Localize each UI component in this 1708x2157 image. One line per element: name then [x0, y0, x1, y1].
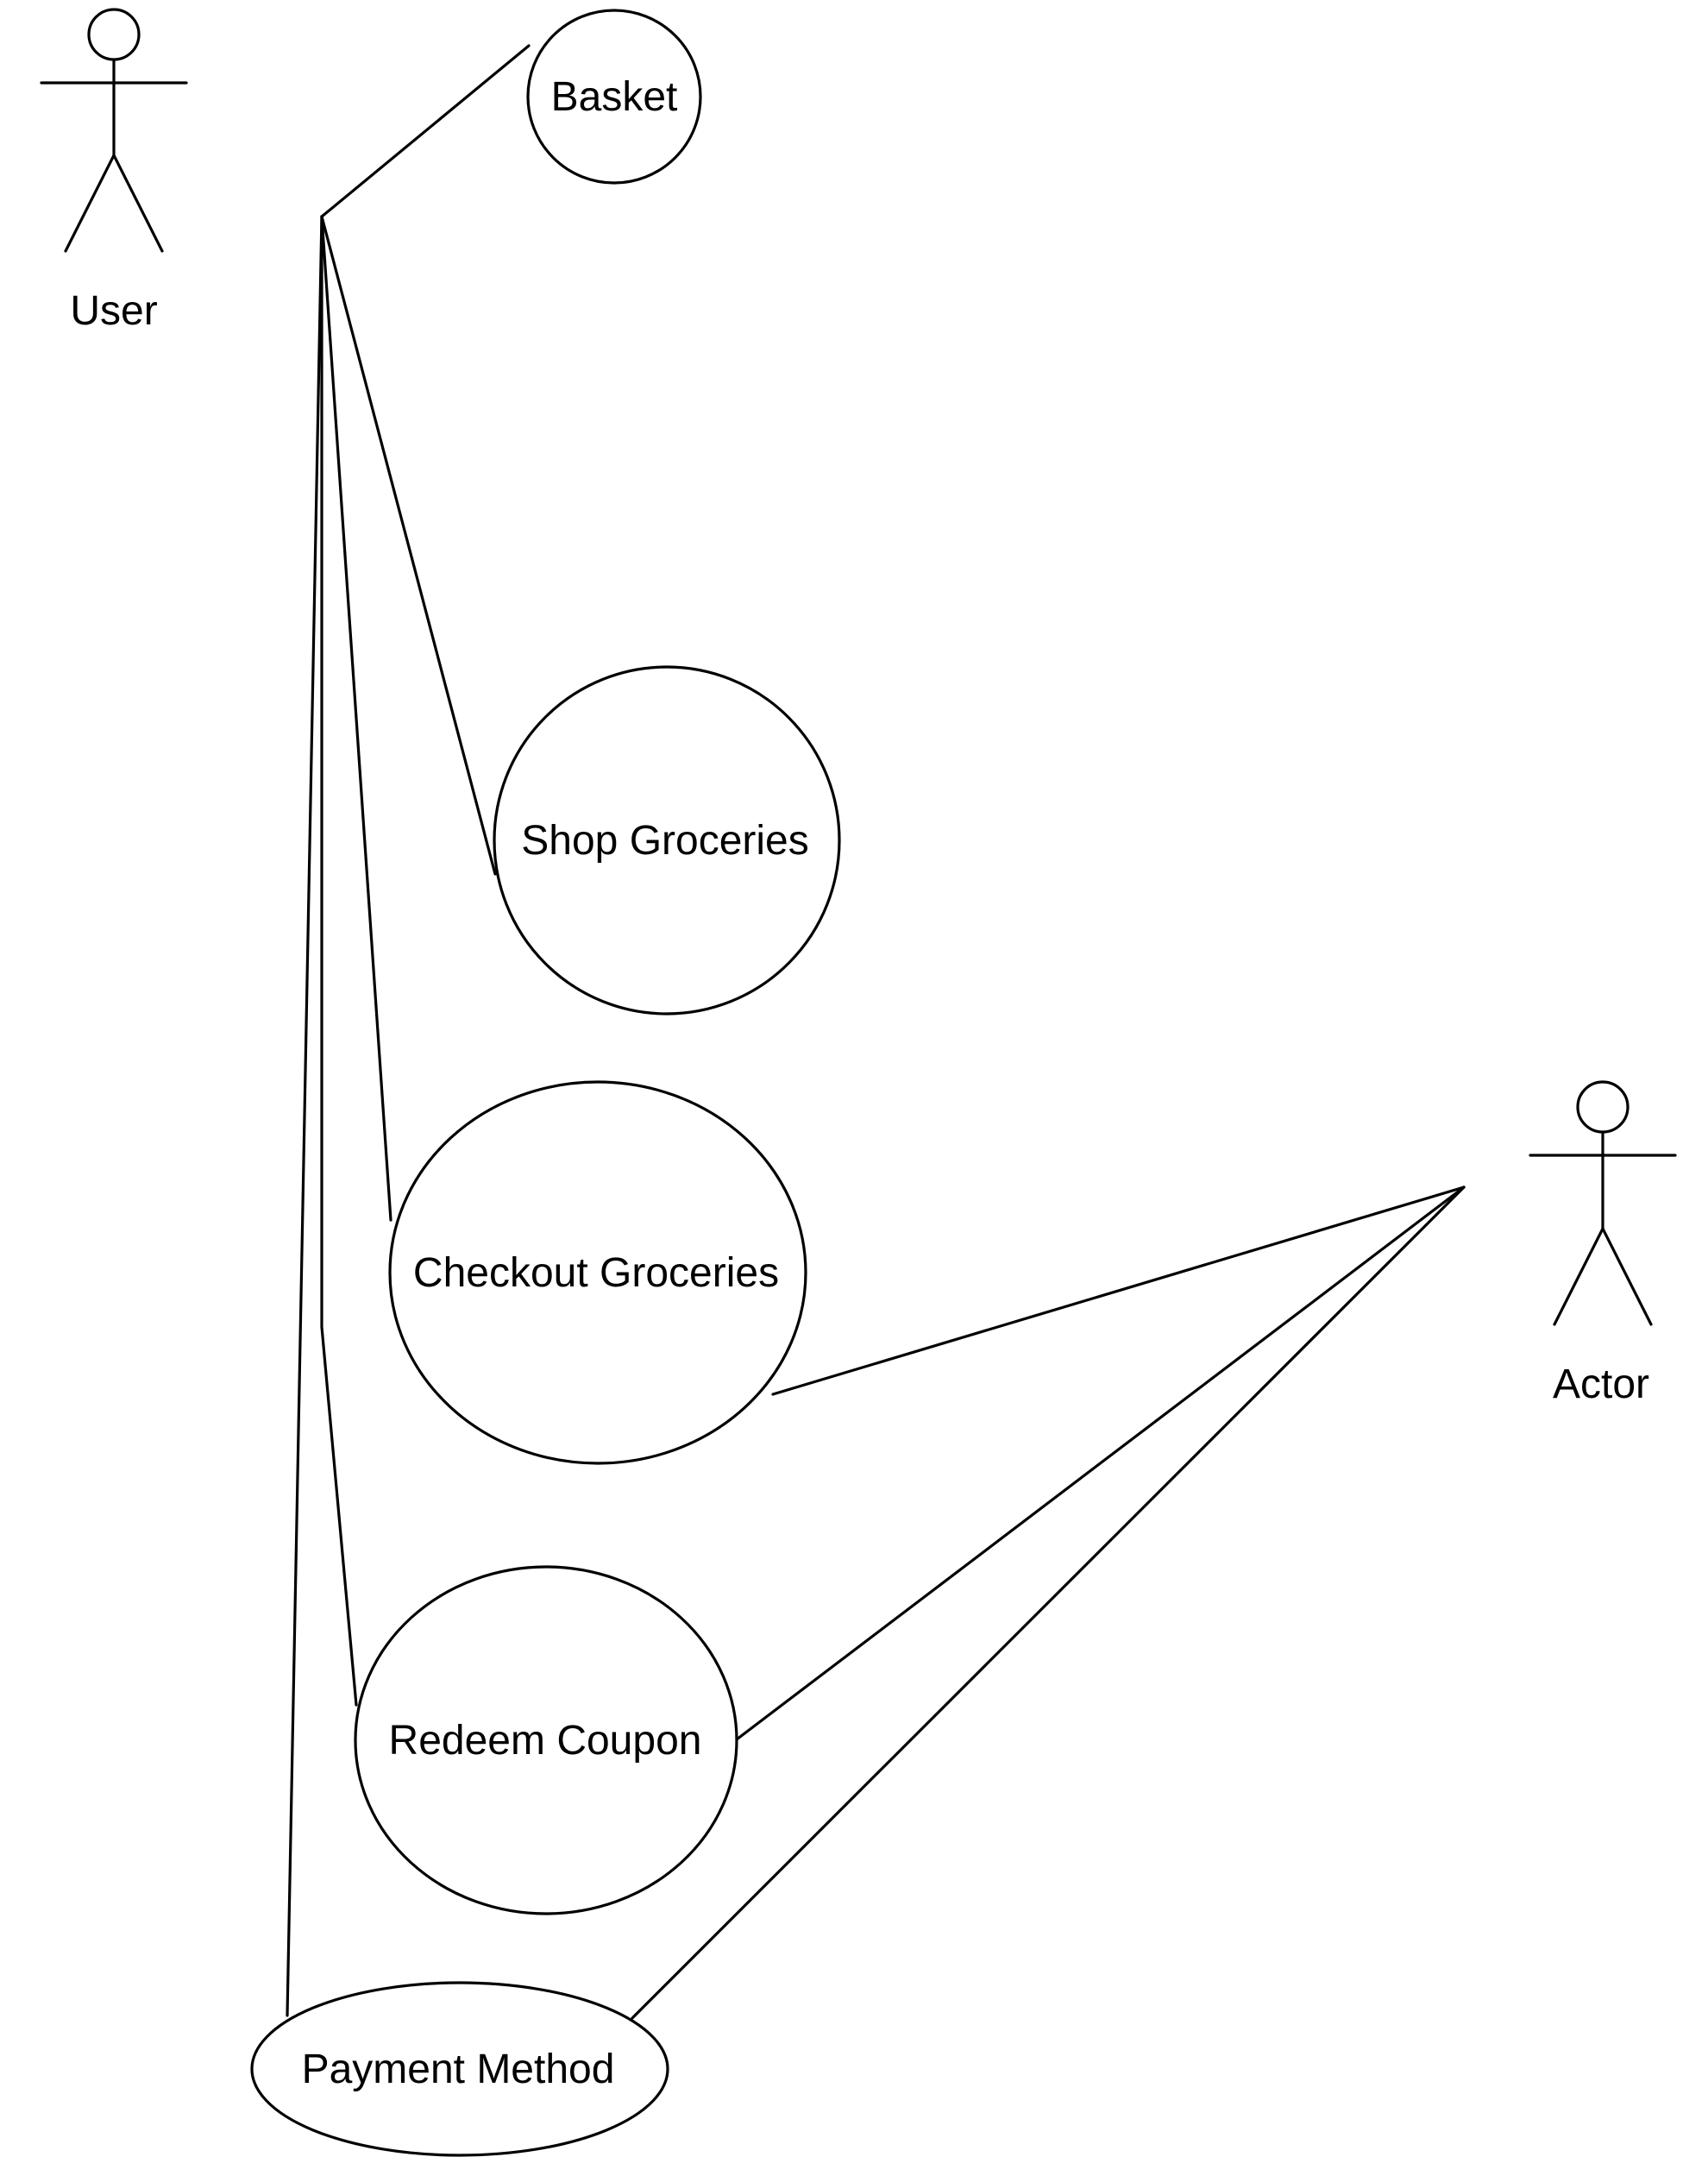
actor-associations — [631, 1185, 1466, 2020]
association-actor-checkout-groceries — [771, 1185, 1466, 1396]
association-actor-payment-method — [631, 1185, 1466, 2020]
actor-user-right-leg — [112, 154, 164, 253]
user-associations — [286, 44, 531, 2017]
use-case-basket-label: Basket — [551, 74, 678, 120]
use-case-payment-method-label: Payment Method — [302, 2047, 615, 2092]
use-case-shop-groceries[interactable]: Shop Groceries — [493, 665, 841, 1016]
actor-user-label: User — [70, 288, 157, 334]
use-case-checkout-groceries[interactable]: Checkout Groceries — [388, 1080, 807, 1465]
association-user-payment-method — [286, 215, 323, 2017]
use-case-redeem-coupon[interactable]: Redeem Coupon — [354, 1565, 738, 1915]
actor-actor-right-leg — [1601, 1227, 1653, 1326]
actor-actor[interactable]: Actor — [1529, 1080, 1677, 1407]
use-case-redeem-coupon-ellipse — [354, 1565, 738, 1915]
use-case-redeem-coupon-label: Redeem Coupon — [389, 1718, 702, 1764]
actor-actor-head — [1576, 1080, 1630, 1134]
actor-user-head — [87, 8, 141, 61]
use-case-shop-groceries-label: Shop Groceries — [521, 818, 809, 864]
use-case-checkout-groceries-ellipse — [388, 1080, 807, 1465]
association-user-shop-groceries — [320, 215, 497, 876]
use-case-payment-method[interactable]: Payment Method — [250, 1981, 669, 2157]
use-case-shop-groceries-ellipse — [493, 665, 841, 1016]
association-user-redeem-coupon — [320, 215, 358, 1707]
association-actor-redeem-coupon — [735, 1185, 1466, 1741]
use-case-checkout-groceries-label: Checkout Groceries — [413, 1250, 779, 1296]
association-user-checkout-groceries — [320, 215, 392, 1222]
use-case-payment-method-ellipse — [250, 1981, 669, 2157]
actor-user[interactable]: User — [40, 8, 188, 334]
actor-actor-left-leg — [1553, 1227, 1604, 1326]
use-case-basket[interactable]: Basket — [526, 9, 702, 185]
actor-actor-label: Actor — [1553, 1361, 1649, 1407]
association-user-basket — [320, 44, 531, 218]
use-case-basket-ellipse — [526, 9, 702, 185]
actor-user-left-leg — [64, 154, 116, 253]
